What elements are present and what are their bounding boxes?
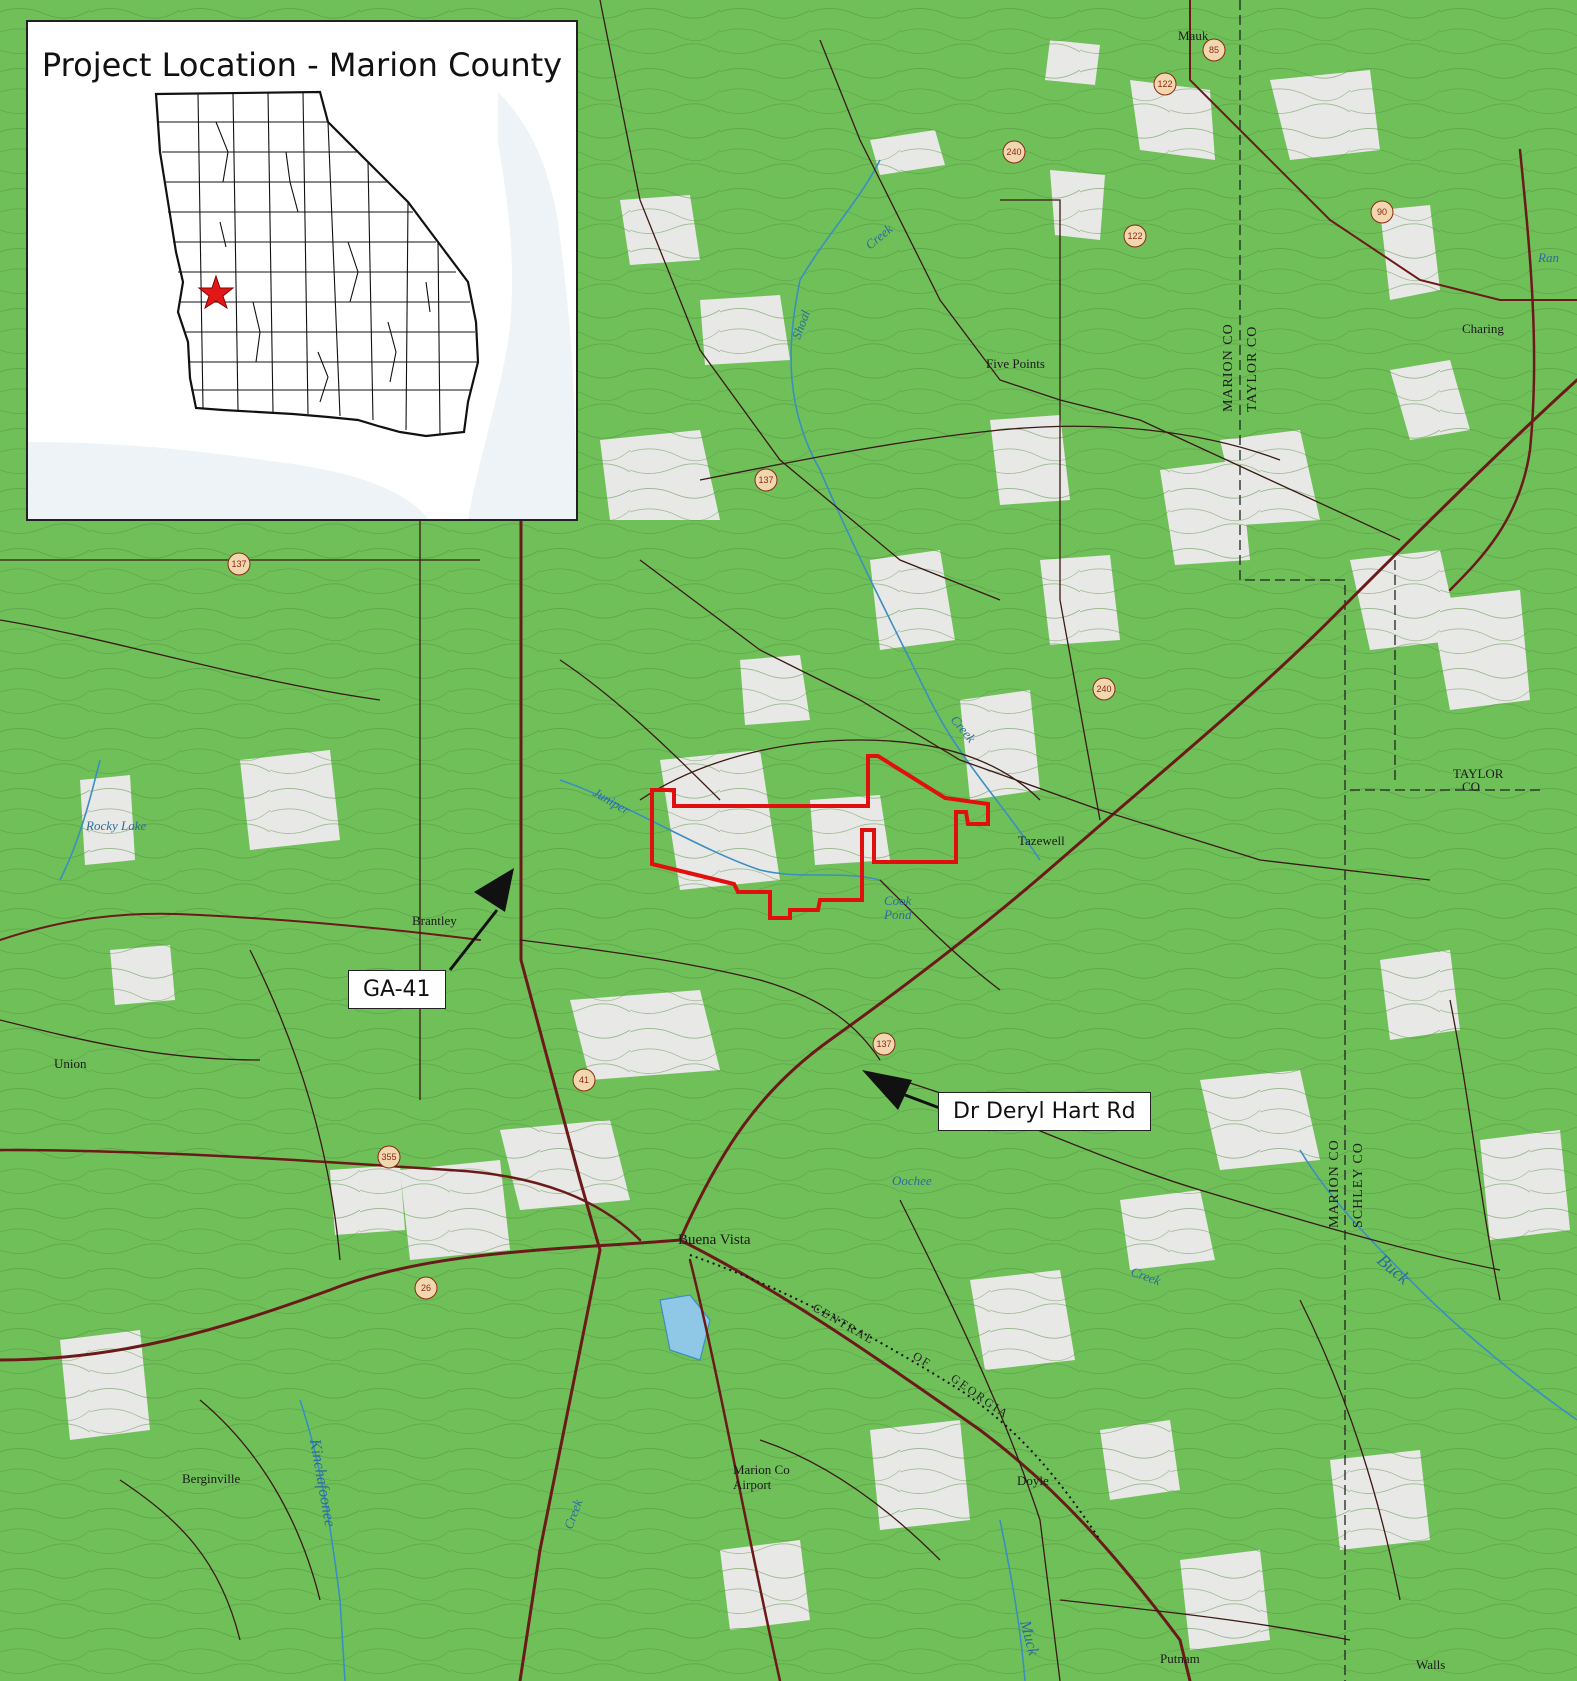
county-label: MARION CO <box>1221 323 1236 412</box>
place-label: Mauk <box>1178 28 1209 43</box>
route-shield: 240 <box>1002 140 1026 164</box>
svg-text:85: 85 <box>1209 45 1219 55</box>
svg-text:355: 355 <box>381 1152 396 1162</box>
route-shield: 355 <box>377 1145 401 1169</box>
water-label: Cook <box>884 893 912 908</box>
gulf-water <box>28 442 428 519</box>
place-label: Tazewell <box>1018 833 1065 848</box>
project-boundary <box>650 754 990 920</box>
svg-text:41: 41 <box>579 1075 589 1085</box>
route-shield: 137 <box>872 1032 896 1056</box>
svg-text:90: 90 <box>1377 207 1387 217</box>
place-label: Buena Vista <box>678 1232 751 1248</box>
svg-text:122: 122 <box>1127 231 1142 241</box>
red-star-icon <box>197 274 235 310</box>
route-shield: 122 <box>1123 224 1147 248</box>
inset-county-lines <box>158 91 477 435</box>
inset-title: Project Location - Marion County <box>41 46 563 84</box>
svg-text:137: 137 <box>758 475 773 485</box>
svg-text:122: 122 <box>1157 79 1172 89</box>
lake <box>659 1294 711 1361</box>
route-shield: 122 <box>1153 72 1177 96</box>
place-label: Charing <box>1462 321 1504 336</box>
county-lines <box>1239 0 1540 1681</box>
inset-locator-map: Project Location - Marion County <box>26 20 578 521</box>
route-shield: 137 <box>754 468 778 492</box>
water-label: Rocky Lake <box>85 818 147 833</box>
dr-deryl-hart-rd-callout: Dr Deryl Hart Rd <box>938 1092 1151 1131</box>
svg-text:240: 240 <box>1096 684 1111 694</box>
county-label: SCHLEY CO <box>1351 1142 1366 1228</box>
ga41-arrow <box>448 868 514 971</box>
place-label: Union <box>54 1056 87 1071</box>
route-shields: 122 85 240 122 90 137 137 240 41 26 355 … <box>227 38 1394 1300</box>
place-label: Five Points <box>986 356 1045 371</box>
route-shield: 137 <box>227 552 251 576</box>
county-label: TAYLOR CO <box>1245 326 1260 412</box>
county-label: TAYLOR <box>1453 766 1504 781</box>
georgia-outline <box>154 90 480 438</box>
place-labels: Mauk Five Points Charing Tazewell Brantl… <box>54 28 1504 1672</box>
place-label: Walls <box>1416 1657 1445 1672</box>
svg-text:240: 240 <box>1006 147 1021 157</box>
place-label: Doyle <box>1017 1473 1049 1488</box>
water-label: Oochee <box>892 1173 932 1188</box>
place-label: Marion Co <box>733 1462 790 1477</box>
place-label: Berginville <box>182 1471 240 1486</box>
inset-canvas <box>28 22 576 519</box>
place-label: Airport <box>733 1477 772 1492</box>
svg-text:137: 137 <box>231 559 246 569</box>
place-label: Brantley <box>412 913 457 928</box>
svg-text:26: 26 <box>421 1283 431 1293</box>
route-shield: 41 <box>572 1068 596 1092</box>
place-label: Putnam <box>1160 1651 1200 1666</box>
route-shield: 90 <box>1370 200 1394 224</box>
county-label: MARION CO <box>1327 1139 1342 1228</box>
streams <box>59 159 1577 1681</box>
water-label: Ran <box>1537 250 1559 265</box>
route-shield: 26 <box>414 1276 438 1300</box>
railroad <box>689 1254 1101 1541</box>
route-shield: 240 <box>1092 677 1116 701</box>
water-label: Pond <box>883 907 912 922</box>
coastal-water <box>468 92 576 519</box>
county-label: CO <box>1462 779 1480 794</box>
county-labels: MARION CO TAYLOR CO MARION CO SCHLEY CO … <box>1221 323 1504 1228</box>
ga41-callout: GA-41 <box>348 970 446 1009</box>
svg-text:137: 137 <box>876 1039 891 1049</box>
route-shield: 85 <box>1202 38 1226 62</box>
